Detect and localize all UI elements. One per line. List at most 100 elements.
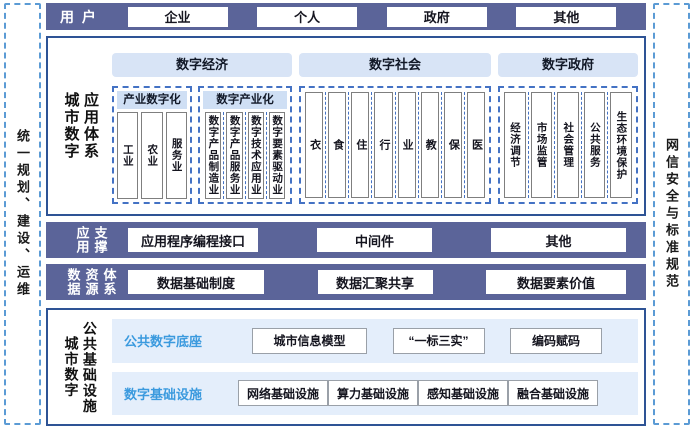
industry-column: 服务业 [165,112,187,199]
industry-column: 农业 [141,112,163,199]
society-cell: 保 [440,92,464,198]
infrastructure-bands: 公共数字底座 城市信息模型 “一标三实” 编码赋码 数字基础设施 网络基础设施 … [112,310,646,424]
left-strip-label: 统一规划、建设、运维 [15,129,30,299]
society-cell: 教 [417,92,441,198]
government-column-label: 生态环境保护 [615,110,628,180]
app-system-label: 城市数字 应用体系 [48,38,112,214]
industry-columns: 工业 农业 服务业 [117,112,187,199]
digital-industry-column: 数字产品服务业 [226,112,243,199]
economy-header: 数字经济 [112,53,292,77]
industry-digitization-header: 产业数字化 [117,91,187,109]
support-box-middleware: 中间件 [317,228,432,252]
society-column: 业 [397,92,416,198]
digital-industry-cell: 数字要素驱动业 [265,112,287,199]
infra-box-sensing: 感知基础设施 [418,380,508,407]
app-support-bar: 应用 支撑 应用程序编程接口 中间件 其他 [46,222,646,258]
government-cell: 生态环境保护 [607,92,634,198]
app-system-label-col: 应用体系 [82,92,99,160]
society-cell: 住 [348,92,371,198]
infrastructure-label: 城市数字 公共基础设施 [48,310,112,424]
base-box-coding: 编码赋码 [510,327,602,354]
government-column-label: 市场监管 [535,122,548,168]
economy-groups: 产业数字化 工业 农业 服务业 数字产业化 数字产品制造业 数字产品服 [112,86,292,204]
society-column-label: 业 [401,139,414,151]
digital-base-title: 公共数字底座 [124,334,203,350]
data-box-sharing: 数据汇聚共享 [317,270,433,294]
base-box-one-standard: “一标三实” [392,327,485,354]
infrastructure-panel: 城市数字 公共基础设施 公共数字底座 城市信息模型 “一标三实” 编码赋码 数字… [46,308,646,426]
data-box-value: 数据要素价值 [486,270,626,294]
app-support-boxes: 应用程序编程接口 中间件 其他 [128,228,626,252]
industry-column: 工业 [117,112,139,199]
digital-base-boxes: 城市信息模型 “一标三实” 编码赋码 [252,327,602,354]
society-column-label: 衣 [308,139,321,151]
society-header: 数字社会 [299,53,491,77]
band-digital-base: 公共数字底座 城市信息模型 “一标三实” 编码赋码 [112,319,638,363]
government-column: 生态环境保护 [610,92,632,198]
digital-industry-column: 数字要素驱动业 [268,112,285,199]
digital-industry-cell: 数字产品服务业 [223,112,244,199]
infrastructure-label-col: 公共基础设施 [81,320,98,414]
government-column-label: 经济调节 [509,122,522,168]
society-column: 住 [351,92,370,198]
digital-infra-boxes: 网络基础设施 算力基础设施 感知基础设施 融合基础设施 [238,380,598,407]
society-group: 衣 食 住 行 业 教 保 医 [299,86,491,204]
support-box-other: 其他 [491,228,626,252]
digital-industry-columns: 数字产品制造业 数字产品服务业 数字技术应用业 数字要素驱动业 [203,112,287,199]
government-group: 经济调节 市场监管 社会管理 公共服务 生态环境保护 [498,86,638,204]
society-column: 保 [443,92,462,198]
data-box-foundation: 数据基础制度 [128,270,264,294]
government-cell: 市场监管 [527,92,555,198]
app-system-label-col: 城市数字 [62,92,80,160]
digital-industry-column: 数字技术应用业 [247,112,264,199]
user-box-individual: 个人 [257,6,358,27]
society-column-label: 食 [331,139,344,151]
base-box-city-model: 城市信息模型 [252,327,367,354]
government-cell: 社会管理 [554,92,581,198]
society-cell: 衣 [303,92,325,198]
society-column-label: 教 [424,139,437,151]
digital-infra-title: 数字基础设施 [124,386,203,402]
society-cell: 行 [371,92,394,198]
user-box-other: 其他 [516,6,617,27]
government-column-label: 社会管理 [562,122,575,168]
infra-box-integration: 融合基础设施 [508,380,598,407]
data-resource-label: 数据 资源 体系 [62,268,120,296]
section-economy: 数字经济 产业数字化 工业 农业 服务业 数字产业化 [112,53,292,204]
app-support-label-col: 支撑 [92,226,108,254]
user-box-enterprise: 企业 [127,6,228,27]
society-column: 医 [466,92,485,198]
government-column: 市场监管 [530,92,553,198]
government-cell: 经济调节 [502,92,528,198]
app-sections: 数字经济 产业数字化 工业 农业 服务业 数字产业化 [112,38,644,214]
app-support-label-col: 应用 [74,226,90,254]
user-box-government: 政府 [386,6,487,27]
society-column-label: 行 [377,139,390,151]
society-column-label: 医 [470,139,483,151]
society-column: 教 [420,92,439,198]
right-strip: 网信安全与标准规范 [653,3,690,425]
society-cell: 业 [394,92,418,198]
center-column: 用 户 企业 个人 政府 其他 城市数字 应用体系 数字经济 产业数 [46,3,646,426]
digital-industry-cell: 数字产品制造业 [203,112,223,199]
section-society: 数字社会 衣 食 住 行 业 教 保 医 [299,53,491,204]
society-column: 食 [328,92,347,198]
industry-column-label: 服务业 [170,138,183,173]
society-cell: 医 [463,92,487,198]
right-strip-label: 网信安全与标准规范 [664,137,679,291]
digital-industry-column-label: 数字产品制造业 [207,115,220,196]
digital-industry-column-label: 数字要素驱动业 [271,115,284,196]
society-column-label: 住 [354,139,367,151]
infra-box-network: 网络基础设施 [238,380,328,407]
society-column: 衣 [305,92,324,198]
digital-industry-cell: 数字技术应用业 [244,112,266,199]
government-column: 公共服务 [583,92,606,198]
app-support-label: 应用 支撑 [62,226,120,254]
digital-industry-column: 数字产品制造业 [205,112,222,199]
society-column: 行 [374,92,393,198]
government-column: 经济调节 [504,92,526,198]
government-header: 数字政府 [498,53,638,77]
government-cell: 公共服务 [580,92,608,198]
industry-column-label: 农业 [146,144,159,167]
